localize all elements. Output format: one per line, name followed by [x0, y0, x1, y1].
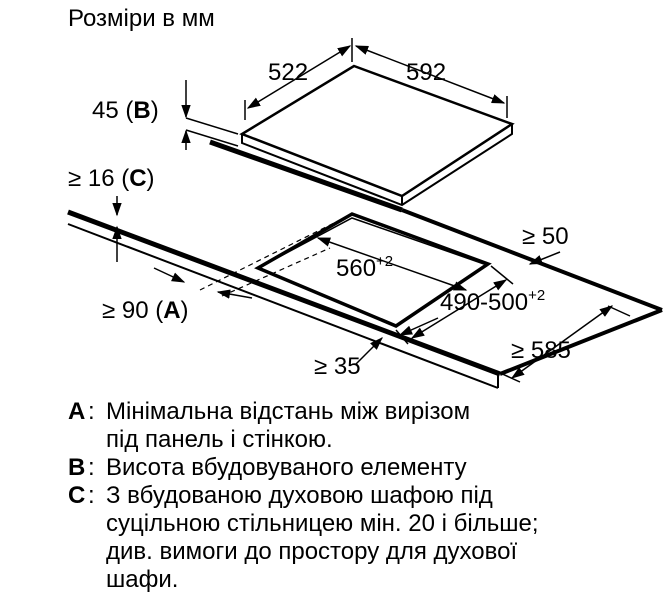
depth-label: 522 — [268, 59, 308, 86]
legend-colon: : — [88, 398, 95, 425]
legend-colon: : — [88, 482, 95, 509]
units-title: Розміри в мм — [68, 5, 215, 32]
installation-diagram: Розміри в мм — [67, 5, 663, 389]
worktop-depth-label: ≥ 585 — [511, 337, 571, 364]
worktop-thickness-label: ≥ 16 (C) — [68, 165, 155, 192]
min-side-distance-label: ≥ 50 — [522, 223, 569, 250]
height-label: 45 (B) — [92, 97, 159, 124]
cutout-width-label: 560+2 — [336, 253, 393, 282]
legend-key: C — [68, 482, 86, 509]
legend-key: B — [68, 454, 86, 481]
legend-text: Мінімальна відстань між вирізом під пане… — [106, 398, 471, 453]
legend-item-b: B : Висота вбудовуваного елементу — [68, 454, 668, 482]
legend-colon: : — [88, 454, 95, 481]
legend-key: A — [68, 398, 86, 425]
legend-text: З вбудованою духовою шафою під суцільною… — [106, 482, 539, 593]
wall-distance-label: ≥ 90 (A) — [102, 297, 189, 324]
front-edge-distance-label: ≥ 35 — [314, 353, 361, 380]
legend-text: Висота вбудовуваного елементу — [106, 454, 467, 481]
legend-item-a: A : Мінімальна відстань між вирізом під … — [68, 398, 668, 454]
legend-item-c: C : З вбудованою духовою шафою під суціл… — [68, 482, 668, 594]
hob-outline — [209, 64, 515, 213]
cutout-depth-label: 490-500+2 — [440, 287, 545, 316]
legend: A : Мінімальна відстань між вирізом під … — [68, 398, 668, 594]
dimension-lines — [112, 38, 631, 383]
width-label: 592 — [406, 59, 446, 86]
